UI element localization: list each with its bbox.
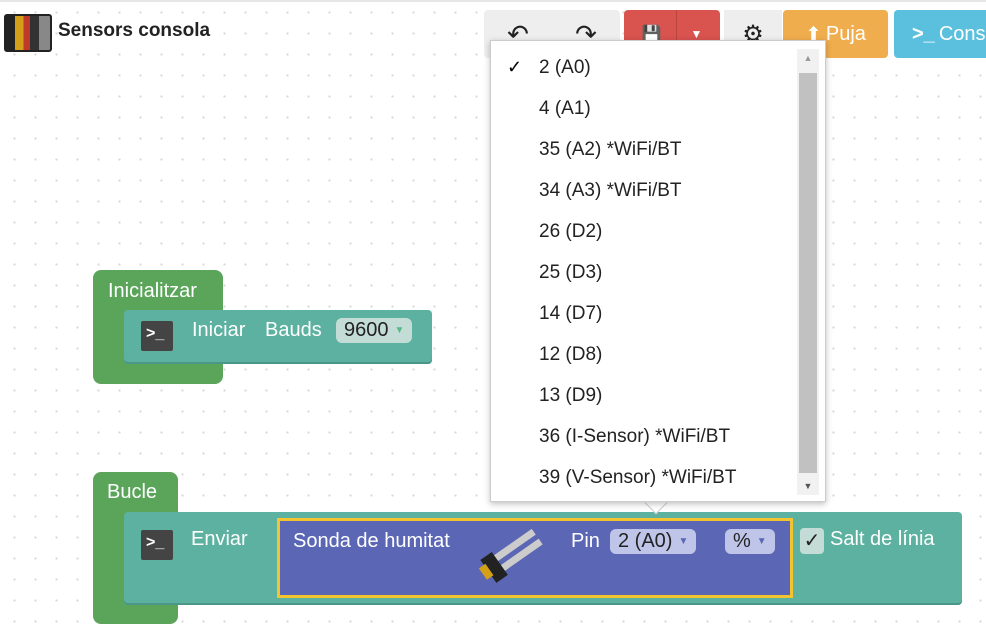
scroll-down-icon[interactable]: ▼ [803, 481, 813, 491]
menu-item[interactable]: 12 (D8) [539, 344, 603, 365]
top-border [0, 0, 986, 2]
scrollbar[interactable]: ▲ ▼ [797, 49, 819, 495]
pin-dropdown[interactable]: 2 (A0) ▼ [610, 529, 697, 554]
console-button[interactable]: >_Consola [894, 10, 986, 58]
pin-value: 2 (A0) [618, 530, 673, 552]
menu-item[interactable]: 39 (V-Sensor) *WiFi/BT [539, 467, 737, 488]
menu-item[interactable]: 35 (A2) *WiFi/BT [539, 139, 682, 160]
send-label: Enviar [191, 528, 248, 550]
menu-item[interactable]: 4 (A1) [539, 98, 591, 119]
scroll-up-icon[interactable]: ▲ [803, 53, 813, 63]
menu-item[interactable]: 2 (A0) [539, 57, 591, 78]
bauds-label: Bauds [265, 319, 322, 341]
bauds-dropdown[interactable]: 9600 ▼ [336, 318, 413, 343]
menu-item[interactable]: 34 (A3) *WiFi/BT [539, 180, 682, 201]
menu-item[interactable]: 25 (D3) [539, 262, 603, 283]
console-icon: >_ [912, 22, 935, 45]
save-icon: 💾 [641, 26, 662, 43]
setup-title: Inicialitzar [108, 280, 197, 302]
humidity-probe-image [478, 528, 543, 583]
menu-item[interactable]: 14 (D7) [539, 303, 603, 324]
chevron-down-icon: ▼ [394, 325, 405, 336]
chevron-down-icon[interactable]: ▼ [690, 27, 703, 41]
console-label: Consola [938, 22, 986, 45]
pin-label: Pin [571, 530, 600, 552]
bauds-value: 9600 [344, 319, 389, 341]
newline-label: Salt de línia [830, 528, 935, 550]
upload-label: Puja [825, 22, 866, 45]
menu-item[interactable]: 26 (D2) [539, 221, 603, 242]
begin-label: Iniciar [192, 319, 246, 341]
console-icon: >_ [141, 321, 173, 351]
project-title: Sensors consola [58, 20, 211, 41]
pin-options-menu: ✓ 2 (A0) 4 (A1) 35 (A2) *WiFi/BT 34 (A3) *W… [490, 40, 826, 502]
unit-value: % [733, 530, 751, 552]
console-icon: >_ [141, 530, 173, 560]
newline-checkbox[interactable]: ✓ [800, 528, 824, 554]
sensor-name: Sonda de humitat [293, 530, 450, 552]
upload-button[interactable]: ⬆Puja [783, 10, 888, 58]
menu-item[interactable]: 36 (I-Sensor) *WiFi/BT [539, 426, 731, 447]
menu-item[interactable]: 13 (D9) [539, 385, 603, 406]
unit-dropdown[interactable]: %▼ [725, 529, 775, 554]
chevron-down-icon: ▼ [678, 536, 689, 547]
loop-title: Bucle [107, 481, 158, 503]
scrollbar-thumb[interactable] [799, 73, 817, 473]
check-icon: ✓ [507, 57, 523, 77]
humidity-sensor-block[interactable] [277, 518, 793, 598]
board-logo [4, 14, 52, 52]
chevron-down-icon: ▼ [756, 536, 767, 547]
